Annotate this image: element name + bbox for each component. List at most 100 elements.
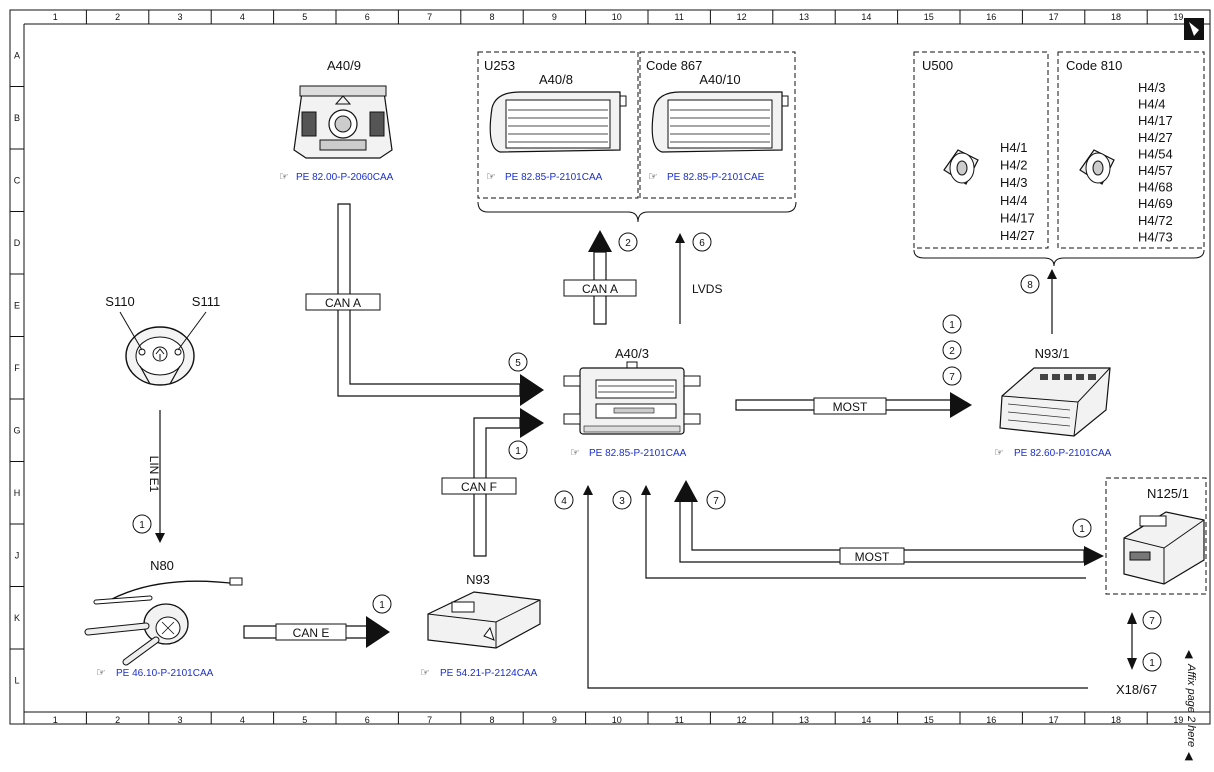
svg-text:CAN A: CAN A (582, 282, 618, 296)
n93-1-ref-link[interactable]: ☞ PE 82.60-P-2101CAA (994, 447, 1112, 459)
a40-9-component: A40/9 ☞ PE 82.00-P-2060CAA (279, 58, 394, 183)
n93-1-label: N93/1 (1035, 346, 1070, 361)
a40-8-display-image (489, 91, 627, 153)
speaker-item: H4/27 (1000, 228, 1035, 243)
svg-text:PE 82.85-P-2101CAE: PE 82.85-P-2101CAE (667, 172, 765, 183)
u500-variant-label: U500 (922, 58, 953, 73)
svg-text:4: 4 (561, 496, 567, 507)
x18-67-n125-1-link (1127, 612, 1137, 670)
a40-3-label: A40/3 (615, 346, 649, 361)
speaker-item: H4/68 (1138, 180, 1173, 195)
grid-row-label: H (14, 488, 21, 498)
speaker-item: H4/69 (1138, 196, 1173, 211)
drawing-frame (9, 9, 1211, 725)
callout-c-n93-1-c: 7 (942, 366, 962, 386)
a40-8-ref-link[interactable]: ☞ PE 82.85-P-2101CAA (486, 171, 603, 183)
a40-8-a40-10-brace (477, 201, 797, 223)
callout-c-lin: 1 (132, 514, 152, 534)
grid-column-label: 8 (489, 715, 494, 725)
callout-c-x18-down: 1 (1142, 652, 1162, 672)
a40-3-ref-link[interactable]: ☞ PE 82.85-P-2101CAA (570, 447, 687, 459)
grid-column-label: 10 (612, 12, 622, 22)
reference-hand-icon: ☞ (279, 171, 289, 183)
svg-text:7: 7 (713, 496, 719, 507)
grid-row-label: C (14, 175, 21, 185)
svg-text:CAN E: CAN E (293, 626, 330, 640)
svg-text:MOST: MOST (833, 400, 868, 414)
a40-3-unit-image (563, 361, 701, 435)
svg-text:PE 82.85-P-2101CAA: PE 82.85-P-2101CAA (589, 448, 687, 459)
speaker-item: H4/3 (1000, 175, 1027, 190)
n80-ref-link[interactable]: ☞ PE 46.10-P-2101CAA (96, 667, 214, 679)
callout-c-x18: 4 (554, 490, 574, 510)
affix-page-note: ◀ Affix page 2 here ◀ (1183, 650, 1197, 761)
n125-1-label: N125/1 (1147, 486, 1189, 501)
steering-wheel-icon (119, 311, 207, 386)
grid-column-label: 12 (737, 715, 747, 725)
n93-ref-link[interactable]: ☞ PE 54.21-P-2124CAA (420, 667, 538, 679)
svg-text:CAN A: CAN A (325, 296, 361, 310)
svg-text:MOST: MOST (855, 550, 890, 564)
svg-text:PE 82.60-P-2101CAA: PE 82.60-P-2101CAA (1014, 448, 1112, 459)
a40-10-ref-link[interactable]: ☞ PE 82.85-P-2101CAE (648, 171, 765, 183)
page-corner-icon (1184, 18, 1204, 40)
svg-text:7: 7 (1149, 616, 1155, 627)
callout-c-most-bottom: 7 (706, 490, 726, 510)
grid-column-label: 19 (1173, 12, 1183, 22)
grid-row-label: G (13, 425, 20, 435)
callout-c-can-e: 1 (372, 594, 392, 614)
svg-text:1: 1 (1079, 524, 1085, 535)
a40-9-ref-link[interactable]: ☞ PE 82.00-P-2060CAA (279, 171, 394, 183)
n93-module-image (427, 591, 541, 649)
lin-e1-line: LIN E1 (147, 410, 165, 543)
can-a-bus-a40-9: CAN A (305, 203, 544, 406)
speaker-item: H4/4 (1000, 193, 1027, 208)
speaker-item: H4/2 (1000, 158, 1027, 173)
u253-variant-label: U253 (484, 58, 515, 73)
grid-column-label: 18 (1111, 12, 1121, 22)
grid-column-label: 11 (675, 12, 684, 22)
n93-component: N93 ☞ PE 54.21-P-2124CAA (420, 572, 541, 679)
speaker-item: H4/4 (1138, 97, 1165, 112)
svg-text:1: 1 (515, 446, 521, 457)
x18-67-label: X18/67 (1116, 682, 1157, 697)
grid-column-label: 12 (737, 12, 747, 22)
speakers-brace (913, 249, 1205, 267)
reference-hand-icon: ☞ (486, 171, 496, 183)
svg-text:6: 6 (699, 238, 705, 249)
svg-text:LVDS: LVDS (692, 282, 722, 296)
grid-column-label: 4 (240, 715, 245, 725)
grid-column-label: 13 (799, 12, 809, 22)
grid-column-label: 3 (177, 715, 182, 725)
n125-1-return-line (641, 485, 1086, 579)
grid-column-label: 16 (986, 12, 996, 22)
svg-text:PE 46.10-P-2101CAA: PE 46.10-P-2101CAA (116, 668, 214, 679)
reference-hand-icon: ☞ (648, 171, 658, 183)
grid-column-label: 19 (1173, 715, 1183, 725)
grid-column-label: 2 (115, 715, 120, 725)
most-bus-to-n125-1: MOST (674, 480, 1104, 566)
grid-row-label: K (14, 613, 20, 623)
n93-label: N93 (466, 572, 490, 587)
grid-column-label: 6 (365, 12, 370, 22)
code-810-variant-box: Code 810 H4/3H4/4H4/17H4/27H4/54H4/57H4/… (1057, 51, 1205, 249)
n80-component: N80 ☞ PE 46.10-P-2101CAA (84, 558, 243, 679)
svg-text:1: 1 (1149, 658, 1155, 669)
n125-1-component: N125/1 (1105, 477, 1207, 595)
grid-column-label: 4 (240, 12, 245, 22)
grid-column-label: 11 (675, 715, 684, 725)
grid-column-label: 13 (799, 715, 809, 725)
grid-column-label: 17 (1049, 12, 1059, 22)
most-bus-to-n93-1: MOST (735, 392, 972, 418)
s110-label: S110 (105, 294, 134, 309)
grid-row-label: D (14, 238, 21, 248)
grid-column-label: 8 (489, 12, 494, 22)
a40-10-display-image (651, 91, 789, 153)
speaker-item: H4/57 (1138, 163, 1173, 178)
grid-row-label: A (14, 50, 20, 60)
a40-8-label: A40/8 (539, 72, 573, 87)
